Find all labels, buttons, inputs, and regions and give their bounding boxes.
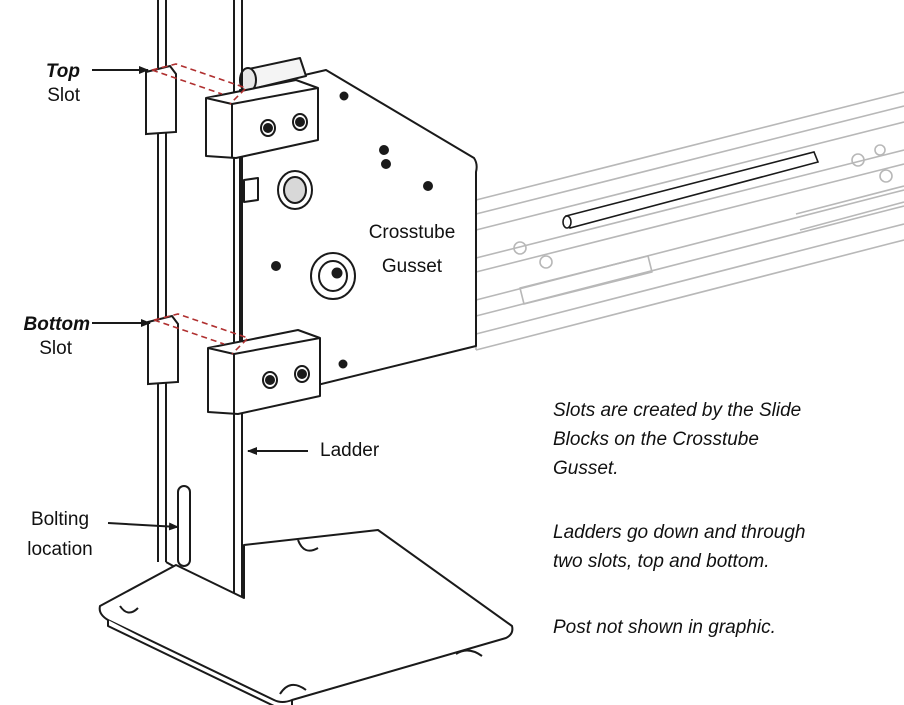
note-line: Gusset. <box>553 458 619 479</box>
ladder-label: Ladder <box>320 440 380 461</box>
top-slot-label-word: Top <box>45 61 80 82</box>
crosstube-gusset <box>239 57 478 405</box>
note-line: Post not shown in graphic. <box>553 617 776 638</box>
bottom-slot-dashes <box>153 313 250 355</box>
note-line: Blocks on the Crosstube <box>553 429 759 450</box>
note-post: Post not shown in graphic. <box>553 613 776 642</box>
crosstube-gusset-label-line2: Gusset <box>381 256 443 277</box>
bottom-slot-block-right <box>207 329 321 415</box>
bottom-slot-label-word: Bottom <box>23 314 90 335</box>
crosstube-rod <box>562 151 820 229</box>
top-slot-label: Slot <box>47 85 80 106</box>
note-line: Slots are created by the Slide <box>553 400 802 421</box>
crosstube-gusset-label-line1: Crosstube <box>368 222 456 243</box>
note-line: two slots, top and bottom. <box>553 551 770 572</box>
bolting-location-label-line1: Bolting <box>30 509 90 530</box>
bolting-location-label-line2: location <box>27 539 93 560</box>
leader-arrows <box>92 66 308 531</box>
top-slot-dashes <box>151 63 248 105</box>
note-ladders: Ladders go down and through two slots, t… <box>553 518 805 576</box>
top-slot-block-left <box>145 64 177 136</box>
base-plate <box>98 529 514 705</box>
bolting-arrow <box>107 522 179 531</box>
note-slots: Slots are created by the Slide Blocks on… <box>553 396 801 483</box>
crosstube-rail <box>475 91 904 351</box>
bottom-slot-label: Slot <box>39 338 72 359</box>
note-line: Ladders go down and through <box>553 522 806 543</box>
